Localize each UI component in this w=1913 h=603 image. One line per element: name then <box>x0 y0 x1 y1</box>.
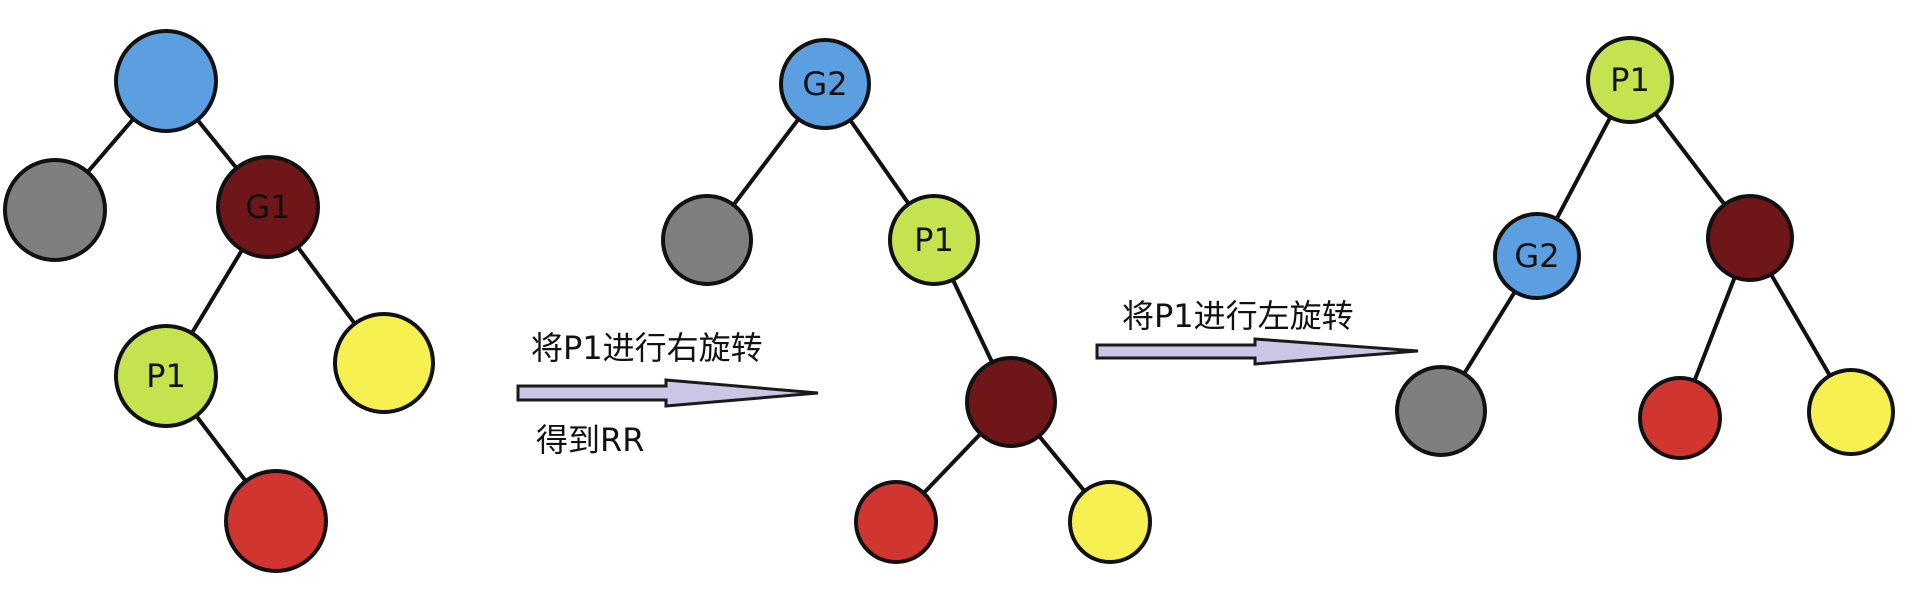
caption-step2-top: 将P1进行左旋转 <box>1122 297 1354 335</box>
node-g2 <box>779 38 871 130</box>
arrow-right-rotation-shape <box>516 378 819 408</box>
node-yellow <box>1068 480 1152 564</box>
arrow-right-rotation <box>516 378 819 408</box>
node-red <box>854 480 938 564</box>
node-red <box>1638 376 1722 460</box>
node-p1 <box>1586 36 1674 124</box>
arrow-left-rotation <box>1095 337 1419 366</box>
node-g1 <box>216 155 320 259</box>
node-gray <box>3 158 107 262</box>
node-label-g2: G2 <box>1514 237 1559 275</box>
node-label-p1: P1 <box>1610 61 1650 99</box>
node-label-p1: P1 <box>146 357 186 395</box>
node-g2 <box>1493 212 1581 300</box>
node-p1 <box>888 194 980 286</box>
node-p1 <box>114 324 218 428</box>
node-label-p1: P1 <box>914 221 954 259</box>
caption-step1-bottom: 得到RR <box>536 421 644 459</box>
node-gray <box>661 194 753 286</box>
node-yellow <box>333 312 435 414</box>
node-darkred <box>965 356 1057 448</box>
node-red <box>224 469 328 573</box>
node-label-g2: G2 <box>802 65 847 103</box>
caption-step1-top: 将P1进行右旋转 <box>531 329 763 367</box>
node-yellow <box>1807 368 1895 456</box>
arrow-left-rotation-shape <box>1095 337 1419 366</box>
node-gray <box>1395 365 1487 457</box>
node-darkred <box>1706 194 1794 282</box>
node-label-g1: G1 <box>245 188 290 226</box>
node-root <box>114 29 218 133</box>
